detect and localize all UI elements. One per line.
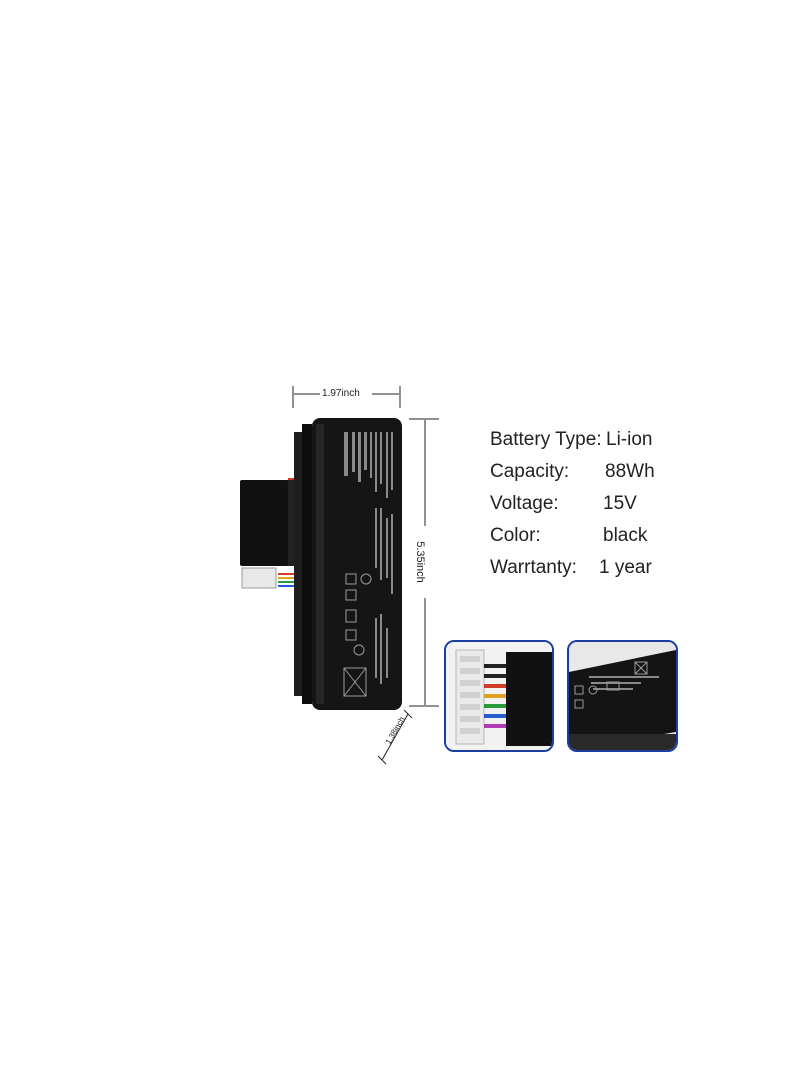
thumbnail-label[interactable] [567,640,678,752]
spec-value: black [603,525,648,546]
spec-value: 1 year [599,557,652,578]
depth-dimension-lines [377,709,413,765]
width-label: 1.97inch [322,388,360,399]
spec-voltage: Voltage: 15V [490,493,637,515]
connector-closeup-illustration [446,642,552,750]
spec-value: 15V [603,493,637,514]
spec-value: 88Wh [605,461,655,482]
height-dimension: 5.35inch [405,418,445,708]
width-dimension-lines [292,386,401,408]
spec-label: Color: [490,525,541,546]
spec-capacity: Capacity: 88Wh [490,461,655,483]
height-dimension-lines [409,418,439,707]
spec-label: Warrtanty: [490,557,577,578]
height-label: 5.35inch [413,541,426,583]
spec-color: Color: black [490,525,647,547]
spec-label: Capacity: [490,461,570,482]
battery-image [236,418,406,710]
thumbnail-connector[interactable] [444,640,554,752]
spec-warranty: Warrtanty: 1 year [490,557,652,579]
width-dimension: 1.97inch [292,382,402,412]
battery-illustration [240,418,402,710]
depth-dimension: 1.38inch [376,706,416,766]
spec-value: Li-ion [606,429,653,450]
spec-label: Battery Type: [490,429,602,450]
label-closeup-illustration [569,642,676,750]
spec-label: Voltage: [490,493,559,514]
spec-battery-type: Battery Type: Li-ion [490,429,652,451]
